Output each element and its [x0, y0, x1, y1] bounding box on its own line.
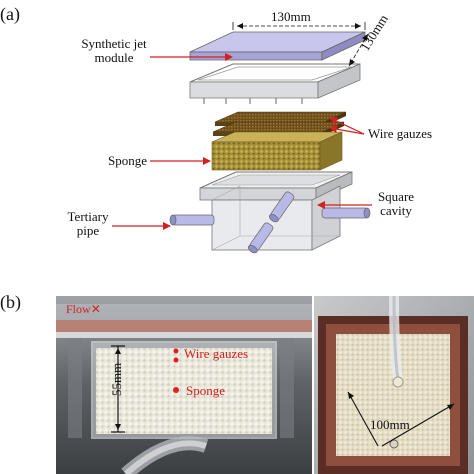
annotation-arrows	[112, 53, 372, 230]
label-cavity-line2: cavity	[380, 203, 412, 218]
panel-b-label: (b)	[0, 292, 21, 312]
photo-sponge-label: Sponge	[186, 383, 225, 398]
label-pipe-line1: Tertiary	[67, 209, 109, 224]
sponge-block	[211, 131, 343, 171]
photo-left-assembled-device	[56, 296, 312, 474]
flow-cross-icon: ✕	[90, 302, 101, 316]
exploded-view-diagram	[112, 22, 372, 254]
width-dimension-label: 100mm	[370, 417, 410, 432]
label-synthetic-jet-module: Synthetic jet module	[64, 37, 164, 65]
dimension-depth-line	[348, 33, 369, 67]
label-square-cavity: Square cavity	[374, 190, 418, 218]
flow-direction-label: Flow✕	[66, 302, 101, 316]
photo-wire-gauzes-label: Wire gauzes	[184, 346, 249, 361]
height-dimension-label: 55mm	[109, 362, 124, 396]
upper-frame	[189, 63, 361, 104]
flow-label-text: Flow	[66, 302, 91, 316]
label-module-line2: module	[94, 50, 134, 65]
label-module-line1: Synthetic jet	[81, 36, 147, 51]
label-wire-gauzes: Wire gauzes	[368, 126, 433, 141]
label-cavity-line1: Square	[377, 189, 415, 204]
dimension-width-line	[232, 22, 366, 30]
synthetic-jet-module-plate	[189, 31, 366, 61]
photo-right-top-view	[314, 296, 474, 474]
dimension-width-label: 130mm	[271, 9, 311, 24]
tertiary-pipes	[169, 191, 371, 254]
label-tertiary-pipe: Tertiary pipe	[60, 210, 116, 238]
label-pipe-line2: pipe	[76, 223, 100, 238]
panel-a-label: (a)	[0, 4, 20, 24]
label-sponge: Sponge	[108, 153, 147, 168]
